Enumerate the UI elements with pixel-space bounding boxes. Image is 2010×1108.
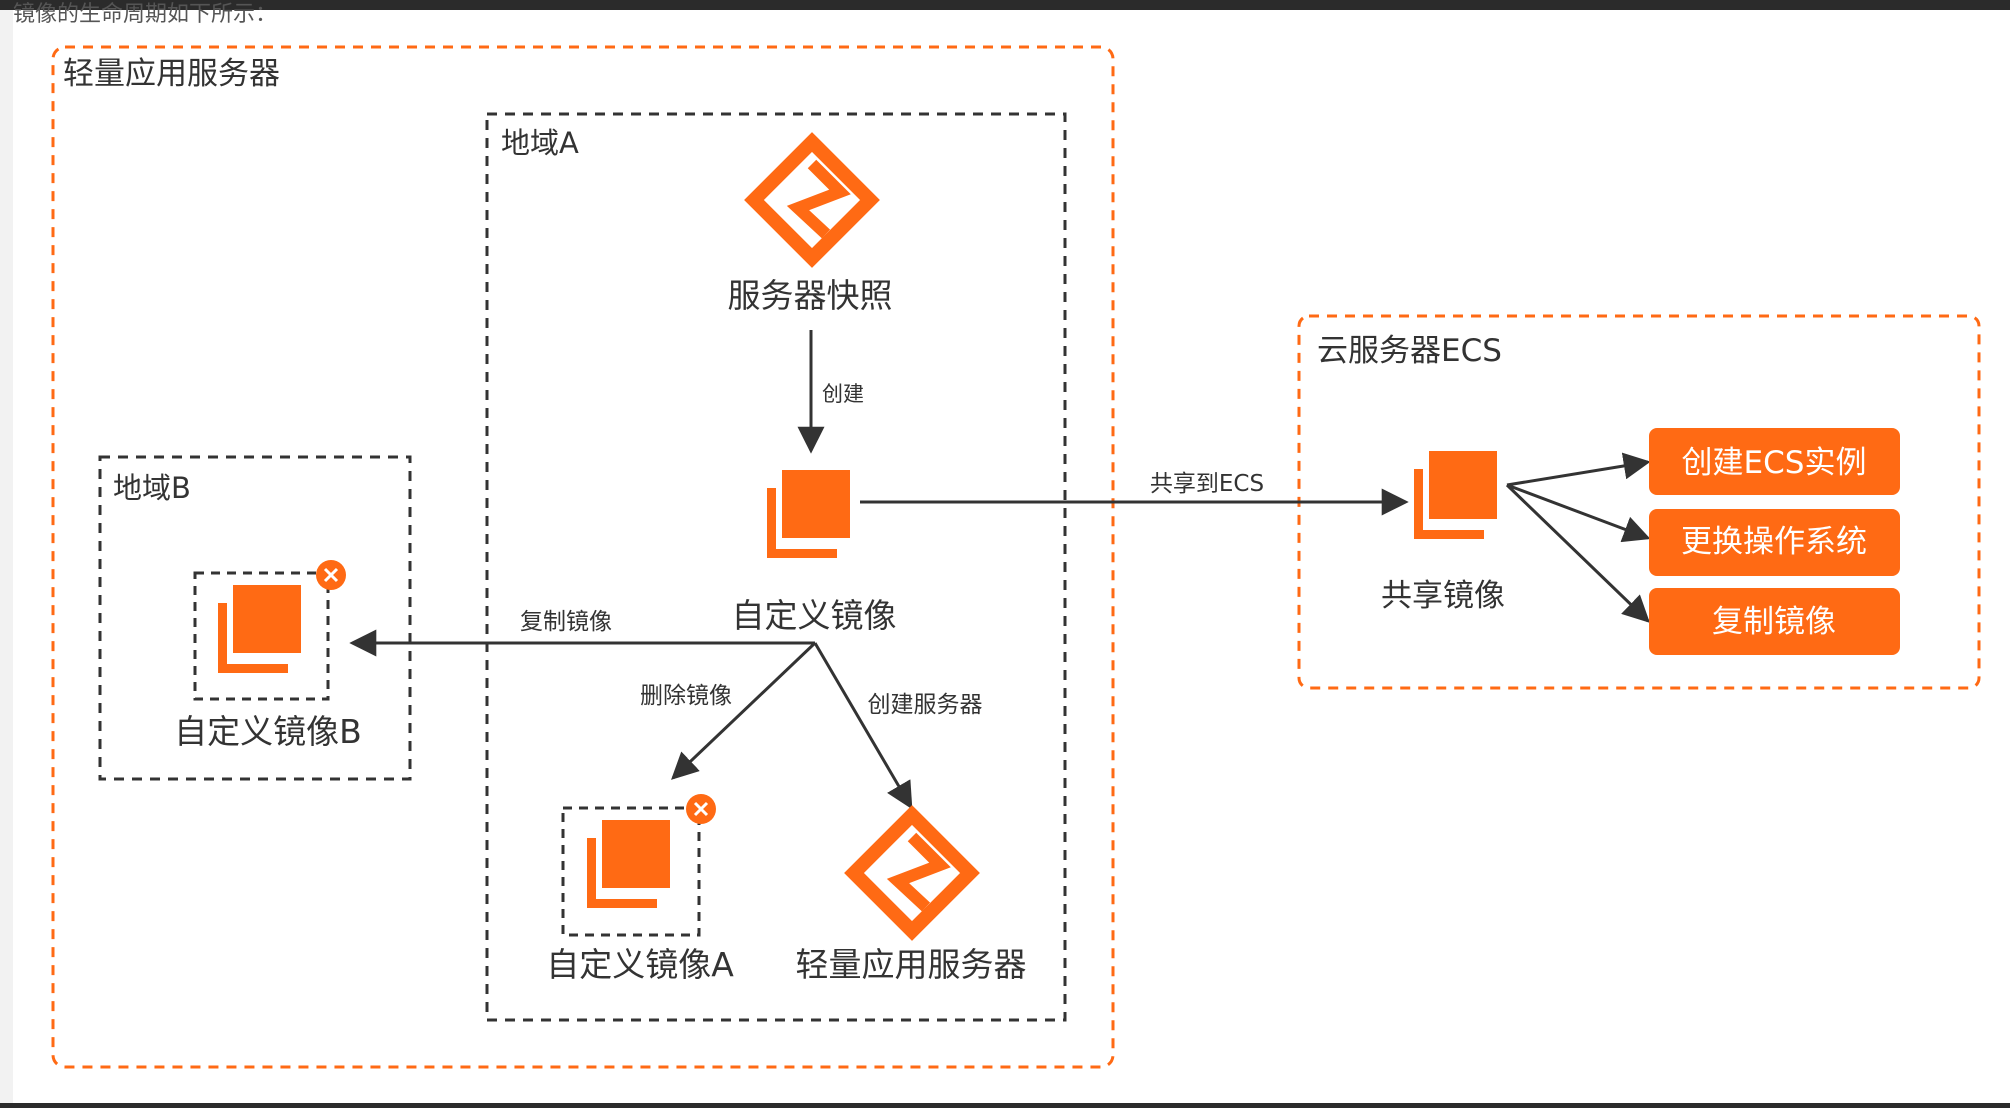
edge-delete-image	[671, 641, 817, 780]
ecs-group-label: 云服务器ECS	[1317, 333, 1502, 369]
edge-to-create-ecs	[1506, 452, 1651, 487]
edge-to-copy-image	[1505, 483, 1650, 623]
edge-create-label: 创建	[822, 382, 864, 406]
top-partial-text: 镜像的生命周期如下所示：	[13, 2, 278, 27]
custom-image-a-label: 自定义镜像A	[546, 945, 734, 984]
region-b-border	[98, 455, 412, 781]
custom-image-label: 自定义镜像	[732, 596, 897, 635]
swas-group-border	[51, 45, 1115, 1069]
copy-image-button-label: 复制镜像	[1712, 604, 1836, 640]
edge-delete-image-label: 删除镜像	[640, 683, 732, 709]
copy-image-button[interactable]	[1649, 588, 1900, 655]
region-a-label: 地域A	[501, 126, 579, 160]
shared-image-icon	[1414, 451, 1497, 539]
left-page-strip	[0, 10, 13, 1108]
edge-create-server	[813, 642, 913, 810]
custom-image-b-frame	[193, 571, 330, 701]
region-a-border	[485, 112, 1067, 1022]
replace-os-button-label: 更换操作系统	[1681, 524, 1867, 560]
custom-image-b-close-icon	[314, 558, 348, 592]
custom-image-a-frame	[561, 806, 701, 937]
snapshot-label: 服务器快照	[728, 276, 893, 315]
create-ecs-button[interactable]	[1649, 428, 1900, 495]
custom-image-a-close-icon	[684, 792, 718, 826]
window-top-frame	[0, 0, 2010, 10]
swas-group-label: 轻量应用服务器	[63, 56, 280, 92]
region-b-label: 地域B	[113, 471, 191, 505]
edge-create-server-label: 创建服务器	[868, 692, 983, 718]
edge-share-to-ecs-label: 共享到ECS	[1150, 471, 1264, 497]
swas-server-logo-icon	[854, 815, 970, 931]
edge-to-replace-os	[1506, 483, 1651, 543]
create-ecs-button-label: 创建ECS实例	[1682, 445, 1867, 481]
custom-image-a-icon	[587, 820, 670, 908]
swas-server-label: 轻量应用服务器	[796, 945, 1027, 984]
custom-image-b-label: 自定义镜像B	[174, 712, 362, 751]
edge-copy-image-label: 复制镜像	[520, 609, 612, 635]
window-bottom-frame	[0, 1103, 2010, 1108]
shared-image-label: 共享镜像	[1381, 578, 1505, 614]
custom-image-icon	[767, 470, 850, 558]
custom-image-b-icon	[218, 585, 301, 673]
replace-os-button[interactable]	[1649, 509, 1900, 576]
snapshot-logo-icon	[754, 142, 870, 258]
